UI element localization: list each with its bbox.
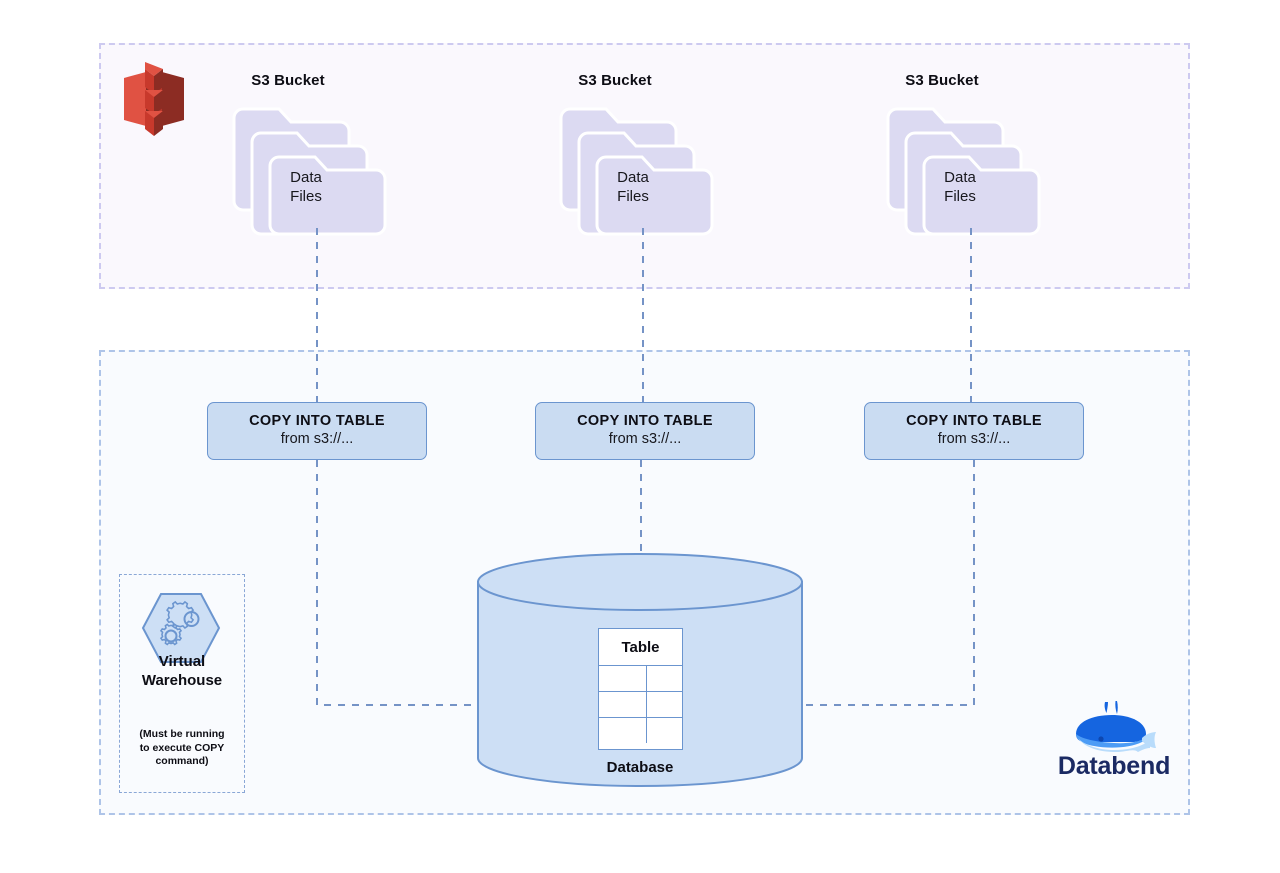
database-table[interactable]: Table <box>598 628 683 750</box>
table-header-label: Table <box>599 629 682 666</box>
table-cell <box>647 692 682 717</box>
table-row <box>599 666 682 692</box>
copy-command-label-2: COPY INTO TABLE <box>577 413 713 429</box>
table-row <box>599 692 682 718</box>
folder-stack-icon-2 <box>559 104 714 236</box>
bucket-label-3: S3 Bucket <box>905 72 979 89</box>
aws-s3-logo <box>118 56 190 142</box>
table-cell <box>599 692 648 717</box>
copy-source-label-3: from s3://... <box>937 431 1011 447</box>
database-label: Database <box>606 759 674 776</box>
bucket-label-1: S3 Bucket <box>251 72 325 89</box>
bucket-label-2: S3 Bucket <box>578 72 652 89</box>
table-cell <box>647 666 682 691</box>
table-cell <box>599 666 648 691</box>
copy-into-table-box-3[interactable]: COPY INTO TABLE from s3://... <box>864 402 1084 460</box>
folder-stack-icon-1 <box>232 104 387 236</box>
folder-stack-icon-3 <box>886 104 1041 236</box>
copy-command-label-1: COPY INTO TABLE <box>249 413 385 429</box>
virtual-warehouse-container <box>119 574 245 793</box>
table-cell <box>647 718 682 743</box>
table-row <box>599 718 682 743</box>
databend-whale-logo <box>1068 698 1160 759</box>
table-cell <box>599 718 648 743</box>
copy-into-table-box-1[interactable]: COPY INTO TABLE from s3://... <box>207 402 427 460</box>
copy-source-label-1: from s3://... <box>280 431 354 447</box>
copy-command-label-3: COPY INTO TABLE <box>906 413 1042 429</box>
copy-into-table-box-2[interactable]: COPY INTO TABLE from s3://... <box>535 402 755 460</box>
gears-hexagon-icon <box>141 592 221 669</box>
databend-wordmark: Databend <box>1057 752 1171 780</box>
copy-source-label-2: from s3://... <box>608 431 682 447</box>
